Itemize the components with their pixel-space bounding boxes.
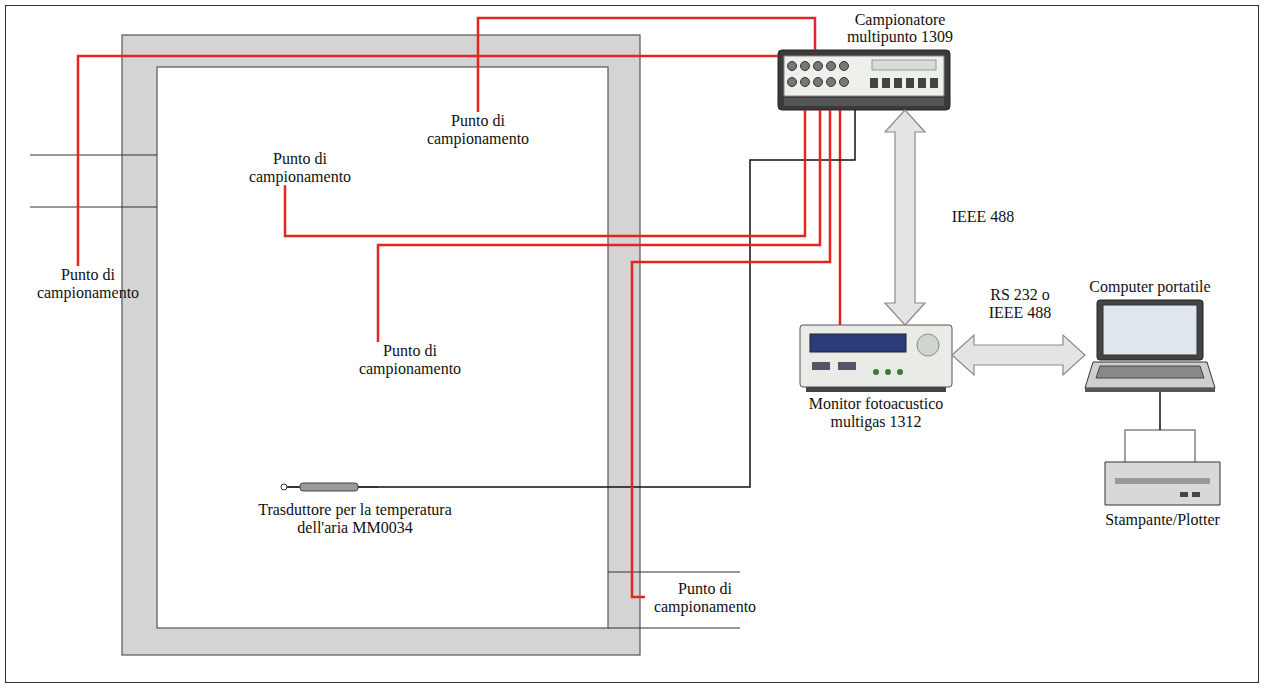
laptop-screen — [1103, 305, 1197, 355]
printer-device: Stampante/Plotter — [1105, 430, 1220, 505]
wall-opening — [30, 154, 157, 155]
port — [814, 78, 823, 87]
printer-button — [1180, 492, 1188, 497]
port — [840, 78, 849, 87]
laptop-edge — [1085, 388, 1215, 392]
monitor-button — [812, 362, 830, 370]
wall-opening — [608, 571, 740, 572]
button — [918, 78, 926, 88]
button — [906, 78, 914, 88]
probe-handle — [358, 486, 378, 488]
data-link-arrow — [885, 110, 925, 325]
wall-opening — [30, 206, 157, 207]
port — [840, 62, 849, 71]
port — [827, 62, 836, 71]
tube-line — [478, 18, 815, 112]
monitor-keypad — [917, 334, 939, 356]
tube-line — [378, 110, 855, 487]
button — [894, 78, 902, 88]
printer-body — [1105, 462, 1220, 505]
probe-sensor — [281, 484, 287, 490]
tube-line — [78, 56, 778, 266]
button — [870, 78, 878, 88]
button — [882, 78, 890, 88]
port — [801, 62, 810, 71]
laptop-screen-frame — [1097, 300, 1203, 360]
laptop-base — [1085, 362, 1215, 388]
sampler-body — [778, 50, 950, 110]
sampler-base — [784, 98, 944, 106]
tube-line — [839, 110, 842, 325]
monitor-button — [838, 362, 856, 370]
printer-button — [1192, 492, 1200, 497]
port — [788, 78, 797, 87]
probe-body — [300, 483, 358, 491]
monitor-display — [810, 334, 906, 352]
device-label: Stampante/Plotter — [1085, 511, 1240, 529]
device-label: Monitor fotoacustico multigas 1312 — [790, 395, 962, 430]
port — [814, 62, 823, 71]
tube-line — [285, 110, 805, 236]
sampler-panel — [872, 60, 936, 70]
point-label: Punto di campionamento — [28, 266, 148, 301]
wall-opening — [608, 627, 740, 628]
sampling-point: Punto di campionamento — [350, 342, 470, 377]
tube-line — [632, 110, 830, 597]
laptop-keyboard — [1096, 366, 1204, 378]
device-label: Computer portatile — [1075, 278, 1225, 296]
link-label: RS 232 o IEEE 488 — [975, 286, 1065, 321]
port — [788, 62, 797, 71]
room-wall — [122, 35, 640, 655]
room-interior — [157, 67, 608, 628]
laptop-device: Computer portatile — [1085, 300, 1215, 392]
temperature-probe: Trasduttore per la temperatura dell'aria… — [282, 481, 378, 493]
monitor-button — [897, 369, 903, 375]
point-label: Punto di campionamento — [645, 580, 765, 615]
port — [827, 78, 836, 87]
button — [930, 78, 938, 88]
sampling-point: Punto di campionamento — [28, 266, 148, 301]
printer-slot — [1115, 478, 1210, 484]
point-label: Punto di campionamento — [350, 342, 470, 377]
monitor-body — [800, 325, 952, 387]
sampler-face — [784, 56, 944, 96]
tube-line — [1159, 392, 1161, 430]
monitor-button — [885, 369, 891, 375]
point-label: Punto di campionamento — [418, 112, 538, 147]
port — [801, 78, 810, 87]
monitor-device: Monitor fotoacustico multigas 1312 — [800, 325, 952, 387]
device-label: Trasduttore per la temperatura dell'aria… — [245, 501, 465, 536]
sampling-point: Punto di campionamento — [418, 112, 538, 147]
monitor-base — [806, 387, 946, 392]
point-label: Punto di campionamento — [240, 150, 360, 185]
sampling-point: Punto di campionamento — [240, 150, 360, 185]
link-label: IEEE 488 — [938, 208, 1028, 226]
data-link-arrow — [952, 335, 1085, 375]
device-label: Campionatore multipunto 1309 — [835, 11, 965, 46]
frame — [6, 6, 1259, 683]
monitor-button — [873, 369, 879, 375]
sampling-point: Punto di campionamento — [645, 580, 765, 615]
sampler-device: Campionatore multipunto 1309 — [778, 50, 950, 110]
tube-line — [378, 110, 820, 342]
